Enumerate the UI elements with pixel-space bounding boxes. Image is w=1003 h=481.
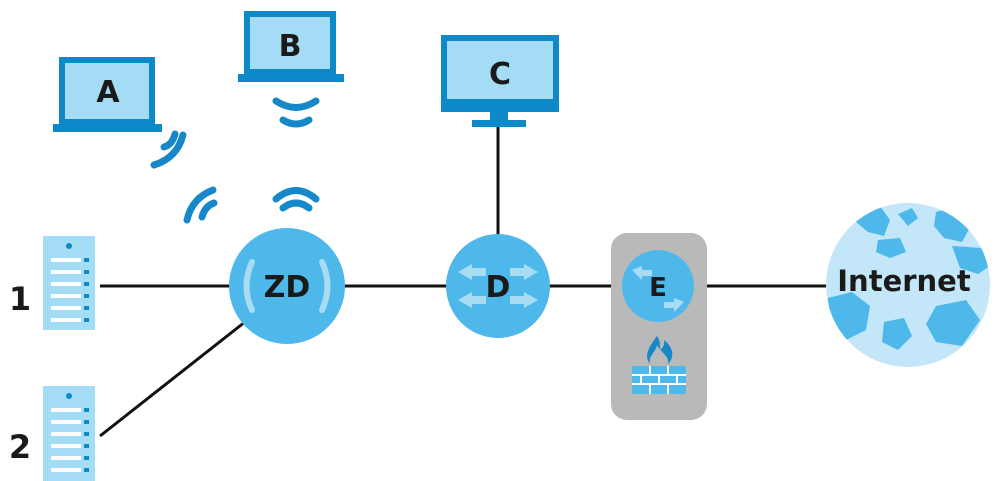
zd-label: ZD xyxy=(264,270,311,305)
zd-controller: ZD xyxy=(229,228,345,344)
laptop-a-label: A xyxy=(96,75,120,110)
internet-label: Internet xyxy=(837,264,971,298)
connections xyxy=(99,126,836,438)
server-1-label: 1 xyxy=(9,280,31,318)
e-label: E xyxy=(649,273,667,303)
laptop-b: B xyxy=(238,11,344,82)
firewall-icon xyxy=(632,336,686,394)
wifi-icon xyxy=(272,187,320,212)
server-2: 2 xyxy=(9,386,95,481)
wifi-icon xyxy=(272,97,320,128)
wifi-icon xyxy=(183,186,218,224)
wifi-signals xyxy=(150,97,320,224)
server-icon xyxy=(43,236,95,330)
server-2-label: 2 xyxy=(9,428,31,466)
monitor-icon xyxy=(441,35,559,127)
link-server2-zd xyxy=(99,316,251,438)
laptop-b-label: B xyxy=(279,29,302,64)
firewall-panel: E xyxy=(611,233,707,420)
monitor-c: C xyxy=(441,35,559,127)
router-icon xyxy=(446,234,550,338)
d-label: D xyxy=(486,270,511,305)
globe-icon xyxy=(826,203,990,367)
server-icon xyxy=(43,386,95,481)
laptop-a: A xyxy=(53,57,162,132)
monitor-c-label: C xyxy=(489,57,511,92)
laptop-icon xyxy=(53,57,162,132)
wifi-icon xyxy=(150,130,187,169)
server-1: 1 xyxy=(9,236,95,330)
router-icon xyxy=(622,250,694,322)
internet: Internet xyxy=(826,203,990,367)
laptop-icon xyxy=(238,11,344,82)
wireless-controller-icon xyxy=(229,228,345,344)
router-e: E xyxy=(622,250,694,322)
router-d: D xyxy=(446,234,550,338)
